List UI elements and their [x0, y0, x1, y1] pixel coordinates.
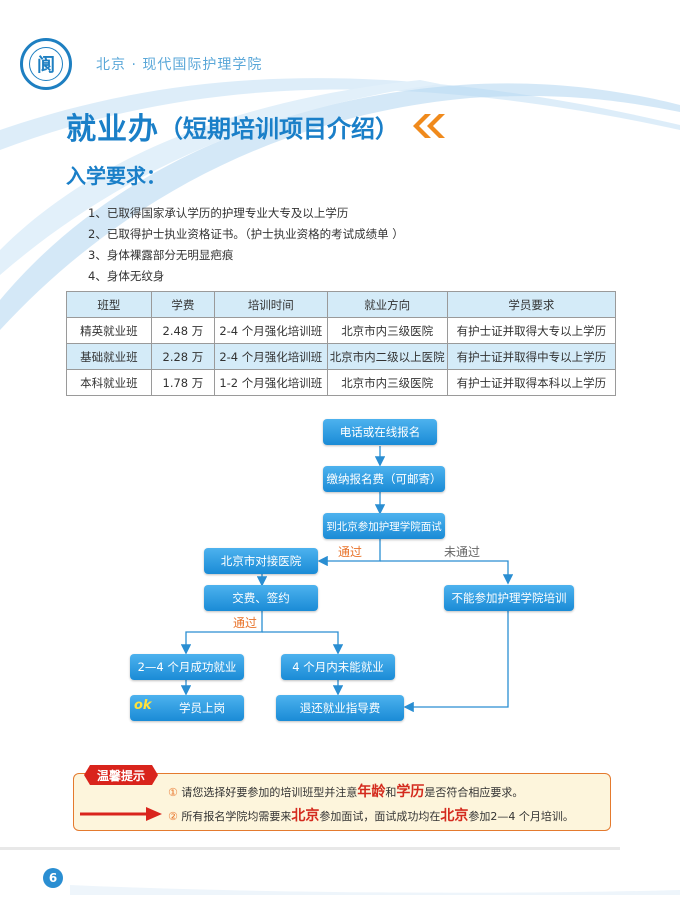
- table-cell: 本科就业班: [66, 369, 152, 396]
- flow-step-register: 电话或在线报名: [323, 419, 437, 445]
- ok-icon: ok: [134, 698, 152, 713]
- flow-label-pass: 通过: [338, 545, 363, 559]
- tips-badge: 温馨提示: [96, 769, 145, 783]
- red-arrow-icon: [80, 807, 162, 821]
- tip-highlight: 年龄: [357, 784, 386, 800]
- flow-label-pass-2: 通过: [233, 616, 258, 630]
- table-cell: 北京市内三级医院: [326, 369, 448, 396]
- tip-highlight: 北京: [291, 808, 320, 824]
- list-item: 2、已取得护士执业资格证书。（护士执业资格的考试成绩单 ）: [88, 227, 404, 241]
- tip-text: 所有报名学院均需要来: [181, 810, 292, 823]
- table-cell: 2.48 万: [150, 317, 215, 344]
- tip-text: 是否符合相应要求。: [424, 786, 524, 799]
- tip-highlight: 北京: [440, 808, 469, 824]
- requirements-list: 1、已取得国家承认学历的护理专业大专及以上学历 2、已取得护士执业资格证书。（护…: [88, 203, 404, 287]
- table-row: 精英就业班 2.48 万 2-4 个月强化培训班 北京市内三级医院 有护士证并取…: [66, 317, 617, 344]
- flow-step-graduate: 学员上岗: [130, 695, 244, 721]
- flow-step-interview: 到北京参加护理学院面试: [323, 513, 445, 539]
- tip-number-1: ①: [168, 786, 178, 799]
- tip-text: 请您选择好要参加的培训班型并注意: [181, 786, 358, 799]
- class-fee-table: 班型 学费 培训时间 就业方向 学员要求 精英就业班 2.48 万 2-4 个月…: [66, 291, 617, 396]
- table-row: 本科就业班 1.78 万 1-2 个月强化培训班 北京市内三级医院 有护士证并取…: [66, 369, 617, 396]
- table-header: 班型: [66, 291, 152, 318]
- flow-step-hospital: 北京市对接医院: [204, 548, 318, 574]
- table-cell: 北京市内二级以上医院: [326, 343, 448, 370]
- flow-label-fail: 未通过: [444, 545, 481, 559]
- page-title: 就业办 （短期培训项目介绍）: [66, 104, 445, 148]
- tip-text: 参加面试，面试成功均在: [319, 810, 441, 823]
- flow-step-pay-fee: 缴纳报名费（可邮寄）: [323, 466, 445, 492]
- table-cell: 精英就业班: [66, 317, 152, 344]
- table-cell: 北京市内三级医院: [326, 317, 448, 344]
- list-item: 1、已取得国家承认学历的护理专业大专及以上学历: [88, 206, 349, 220]
- flow-step-graduate-label: 学员上岗: [179, 701, 225, 715]
- table-header: 就业方向: [326, 291, 448, 318]
- section-title: 入学要求：: [66, 164, 166, 188]
- header-swoosh-decoration: [0, 78, 680, 330]
- school-logo: 阆: [20, 38, 72, 90]
- list-item: 4、身体无纹身: [88, 269, 165, 283]
- table-cell: 2-4 个月强化培训班: [213, 343, 328, 370]
- tips-box: [73, 773, 611, 831]
- table-cell: 有护士证并取得大专以上学历: [446, 317, 617, 344]
- table-cell: 1-2 个月强化培训班: [213, 369, 328, 396]
- table-cell: 2.28 万: [150, 343, 215, 370]
- table-header: 学费: [150, 291, 215, 318]
- table-cell: 有护士证并取得中专以上学历: [446, 343, 617, 370]
- footer-decoration: [0, 847, 680, 895]
- flow-step-refund: 退还就业指导费: [276, 695, 404, 721]
- list-item: 3、身体裸露部分无明显疤痕: [88, 248, 234, 262]
- flow-step-success: 2—4 个月成功就业: [130, 654, 244, 680]
- tip-highlight: 学历: [396, 784, 425, 800]
- tips-badge-shape: [84, 765, 158, 785]
- flow-step-sign: 交费、签约: [204, 585, 318, 611]
- table-row: 基础就业班 2.28 万 2-4 个月强化培训班 北京市内二级以上医院 有护士证…: [66, 343, 617, 370]
- school-name: 北京 · 现代国际护理学院: [96, 57, 263, 73]
- title-sub: （短期培训项目介绍）: [159, 114, 399, 143]
- flow-step-unsuccess: 4 个月内未能就业: [281, 654, 395, 680]
- table-header-row: 班型 学费 培训时间 就业方向 学员要求: [66, 291, 617, 318]
- flow-step-not-eligible: 不能参加护理学院培训: [444, 585, 574, 611]
- table-cell: 基础就业班: [66, 343, 152, 370]
- table-cell: 有护士证并取得本科以上学历: [446, 369, 617, 396]
- tip-line-1: ① 请您选择好要参加的培训班型并注意年龄和学历是否符合相应要求。: [168, 781, 523, 801]
- table-cell: 1.78 万: [150, 369, 215, 396]
- tip-text: 和: [385, 786, 397, 799]
- tip-text: 参加2—4 个月培训。: [468, 810, 574, 823]
- table-header: 培训时间: [213, 291, 328, 318]
- logo-glyph: 阆: [29, 47, 63, 81]
- double-chevron-left-icon: [413, 114, 445, 138]
- table-cell: 2-4 个月强化培训班: [213, 317, 328, 344]
- tip-number-2: ②: [168, 810, 178, 823]
- title-main: 就业办: [66, 112, 159, 147]
- table-header: 学员要求: [446, 291, 617, 318]
- tip-line-2: ② 所有报名学院均需要来北京参加面试，面试成功均在北京参加2—4 个月培训。: [168, 805, 574, 825]
- page-number: 6: [43, 868, 63, 888]
